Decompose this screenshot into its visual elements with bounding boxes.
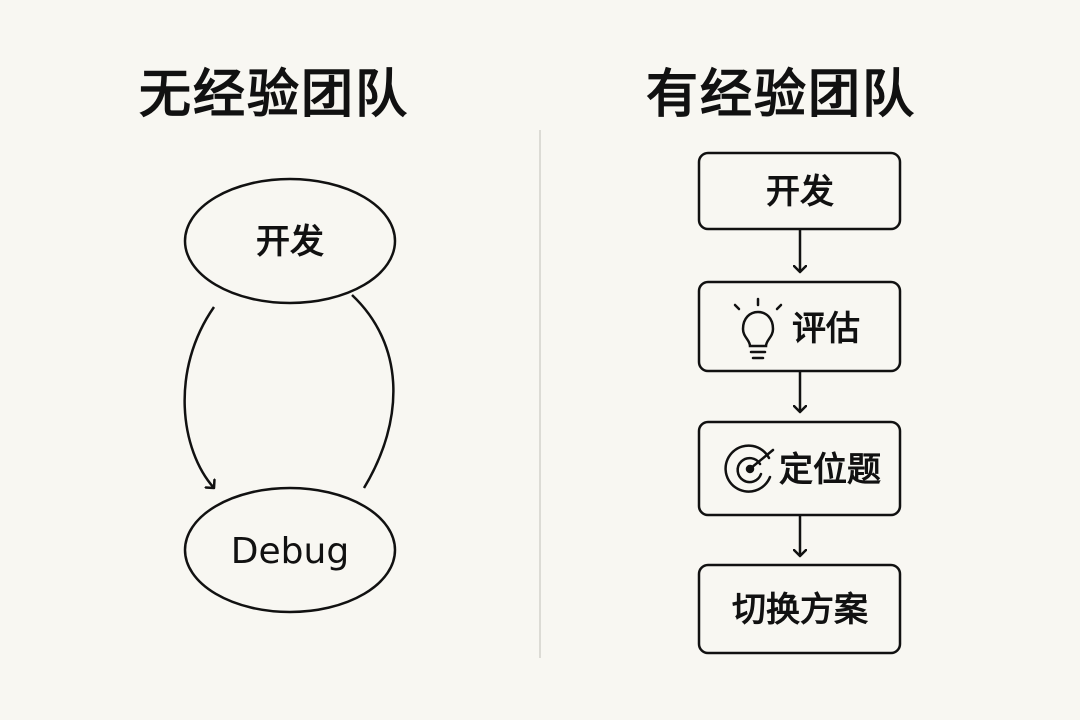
step-evaluate: 评估 xyxy=(697,280,902,373)
left-title: 无经验团队 xyxy=(139,65,410,125)
right-title: 有经验团队 xyxy=(646,65,917,125)
step-evaluate-box xyxy=(697,280,902,373)
left-debug-node: Debug xyxy=(183,486,397,614)
left-debug-label: Debug xyxy=(231,531,349,572)
center-divider xyxy=(539,130,541,658)
left-debug-ellipse xyxy=(183,486,397,614)
left-develop-ellipse xyxy=(183,177,397,305)
left-develop-label: 开发 xyxy=(256,222,324,262)
step-develop-box xyxy=(697,151,902,231)
step-switch-plan: 切换方案 xyxy=(697,563,902,655)
step-locate-box xyxy=(697,420,902,517)
left-develop-node: 开发 xyxy=(183,177,397,305)
step-locate-label: 定位题 xyxy=(779,450,881,490)
step-develop: 开发 xyxy=(697,151,902,231)
step-switch-plan-box xyxy=(697,563,902,655)
lightbulb-icon xyxy=(733,297,783,360)
left-debug-to-develop-curve xyxy=(351,294,395,489)
step-evaluate-label: 评估 xyxy=(792,309,860,349)
target-icon xyxy=(724,444,775,493)
step-switch-plan-label: 切换方案 xyxy=(732,590,869,630)
left-develop-to-debug-arrow xyxy=(183,306,214,488)
step-develop-label: 开发 xyxy=(766,172,834,212)
step-locate: 定位题 xyxy=(697,420,902,517)
